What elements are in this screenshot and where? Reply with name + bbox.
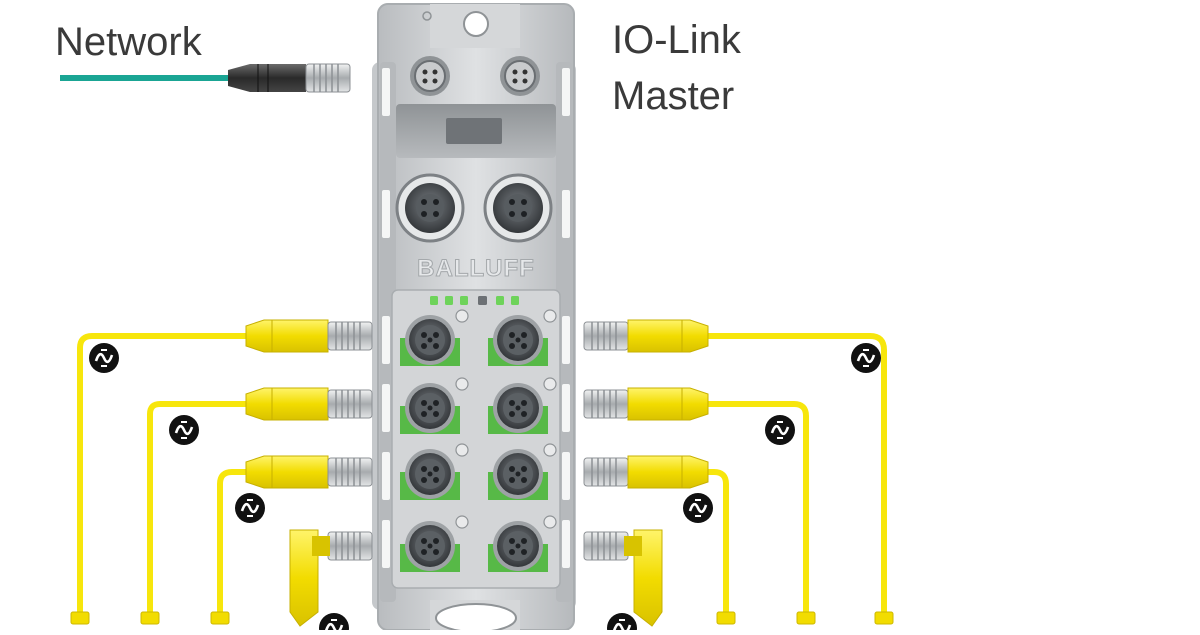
network-port-left (395, 173, 465, 243)
status-led (496, 296, 504, 305)
display-window (396, 104, 556, 158)
io-link-port (488, 443, 557, 500)
yellow-sensor-connector (583, 387, 709, 421)
brand-logo: BALLUFF (417, 255, 535, 282)
network-port-right (483, 173, 553, 243)
power-port-left (410, 56, 450, 96)
status-led-row (430, 296, 519, 305)
yellow-angled-connector (289, 529, 373, 627)
yellow-sensor-connector (583, 455, 709, 489)
cable-end (874, 611, 894, 625)
io-link-signal-icon (849, 341, 883, 375)
io-link-port (488, 515, 557, 572)
cable-end (140, 611, 160, 625)
io-link-port (488, 377, 557, 434)
status-led (511, 296, 519, 305)
io-link-port (400, 515, 469, 572)
io-link-ports (400, 309, 557, 572)
io-link-signal-icon (763, 413, 797, 447)
sensor-cables (77, 333, 887, 622)
cable-ends (70, 611, 894, 625)
io-link-port (400, 443, 469, 500)
io-link-master-label-line1: IO-Link (612, 18, 741, 62)
network-label: Network (55, 20, 202, 64)
io-link-port (488, 309, 557, 366)
io-link-port (400, 377, 469, 434)
cable-end (210, 611, 230, 625)
cable-end (796, 611, 816, 625)
yellow-sensor-connector (245, 387, 373, 421)
io-link-port (400, 309, 469, 366)
left-connectors (245, 319, 373, 627)
io-link-signal-icon (317, 611, 351, 635)
io-link-signal-icon (87, 341, 121, 375)
status-led (445, 296, 453, 305)
io-link-master-label-line2: Master (612, 74, 735, 118)
network-cable (60, 63, 351, 93)
right-connectors (583, 319, 709, 627)
yellow-sensor-connector (583, 319, 709, 353)
io-link-signal-icon (167, 413, 201, 447)
power-port-right (500, 56, 540, 96)
yellow-sensor-connector (245, 455, 373, 489)
io-link-signal-icon (605, 611, 639, 635)
yellow-angled-connector (583, 529, 663, 627)
status-led-off (478, 296, 487, 305)
cable-end (70, 611, 90, 625)
status-led (460, 296, 468, 305)
status-led (430, 296, 438, 305)
yellow-sensor-connector (245, 319, 373, 353)
io-link-signal-icon (681, 491, 715, 525)
cable-end (716, 611, 736, 625)
io-link-signal-icon (233, 491, 267, 525)
